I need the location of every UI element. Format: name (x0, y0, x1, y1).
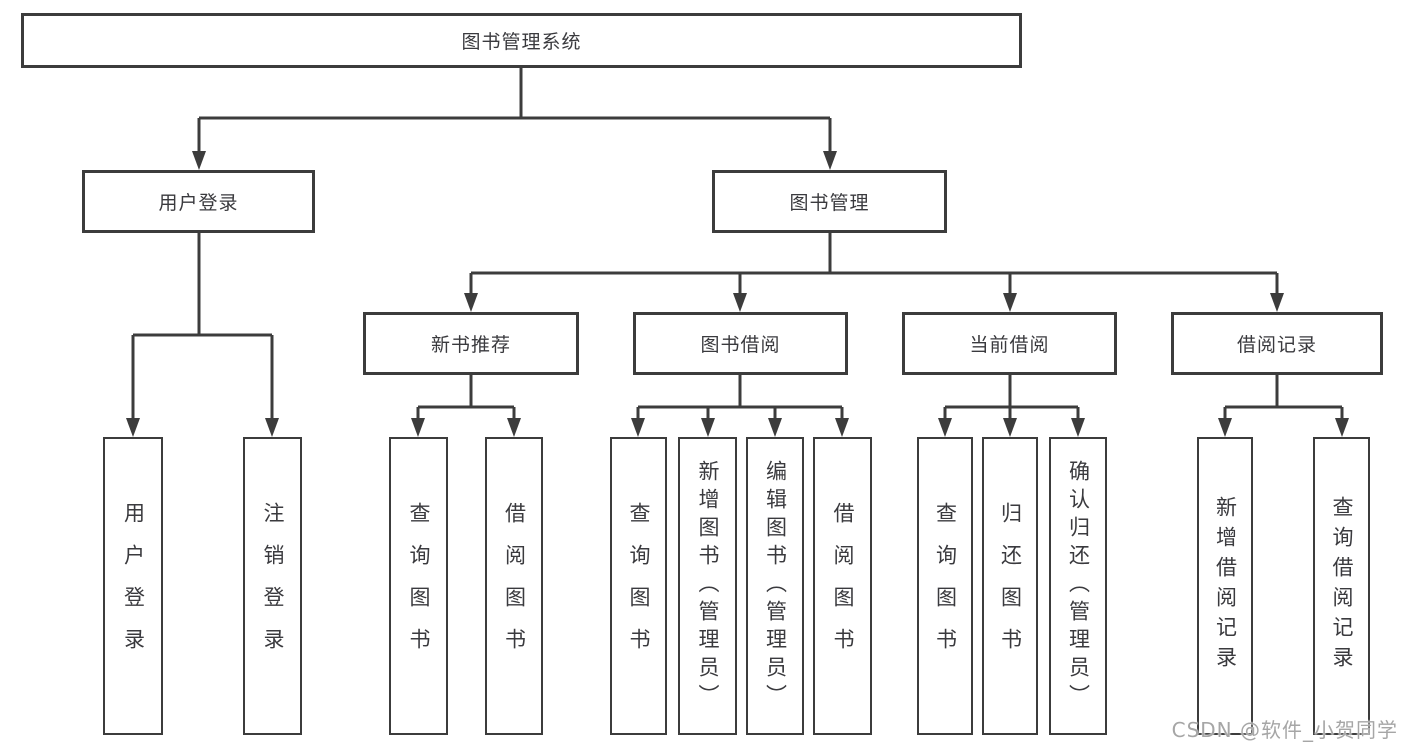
leaf-query-borrow-record-label: 查询借阅记录 (1330, 496, 1354, 676)
node-current-borrow: 当前借阅 (902, 312, 1117, 375)
leaf-borrow-books-1-label: 借阅图书 (502, 502, 527, 670)
leaf-borrow-books-1: 借阅图书 (485, 437, 543, 735)
leaf-borrow-books-2-label: 借阅图书 (831, 502, 855, 670)
leaf-confirm-return-admin: 确认归还（管理员） (1049, 437, 1107, 735)
leaf-add-books-admin-label: 新增图书（管理员） (696, 460, 720, 712)
leaf-query-books-2-label: 查询图书 (627, 502, 651, 670)
leaf-edit-books-admin-label: 编辑图书（管理员） (763, 460, 788, 712)
leaf-logout: 注销登录 (243, 437, 302, 735)
node-new-book-recommend-label: 新书推荐 (430, 334, 511, 356)
leaf-edit-books-admin: 编辑图书（管理员） (746, 437, 804, 735)
node-current-borrow-label: 当前借阅 (969, 334, 1050, 356)
leaf-query-books-3: 查询图书 (917, 437, 973, 735)
node-book-management: 图书管理 (712, 170, 947, 233)
node-user-login-label: 用户登录 (158, 192, 239, 214)
leaf-borrow-books-2: 借阅图书 (813, 437, 872, 735)
leaf-query-books-2: 查询图书 (610, 437, 667, 735)
node-root-label: 图书管理系统 (461, 31, 582, 53)
leaf-add-books-admin: 新增图书（管理员） (678, 437, 737, 735)
leaf-user-login: 用户登录 (103, 437, 163, 735)
leaf-confirm-return-admin-label: 确认归还（管理员） (1066, 460, 1091, 712)
leaf-logout-label: 注销登录 (261, 502, 285, 670)
node-root: 图书管理系统 (21, 13, 1022, 68)
leaf-user-login-label: 用户登录 (121, 502, 146, 670)
leaf-query-borrow-record: 查询借阅记录 (1313, 437, 1370, 735)
node-user-login: 用户登录 (82, 170, 315, 233)
leaf-add-borrow-record: 新增借阅记录 (1197, 437, 1253, 735)
leaf-query-books-1-label: 查询图书 (407, 502, 431, 670)
csdn-watermark: CSDN @软件_小贺同学 (1171, 718, 1398, 742)
node-book-management-label: 图书管理 (789, 192, 870, 214)
node-borrow-records: 借阅记录 (1171, 312, 1383, 375)
node-borrow-records-label: 借阅记录 (1236, 334, 1317, 356)
node-book-borrow-label: 图书借阅 (700, 334, 781, 356)
node-new-book-recommend: 新书推荐 (363, 312, 579, 375)
leaf-query-books-1: 查询图书 (389, 437, 448, 735)
leaf-add-borrow-record-label: 新增借阅记录 (1213, 496, 1238, 676)
node-book-borrow: 图书借阅 (633, 312, 848, 375)
leaf-return-books: 归还图书 (982, 437, 1038, 735)
leaf-return-books-label: 归还图书 (998, 502, 1023, 670)
leaf-query-books-3-label: 查询图书 (933, 502, 958, 670)
